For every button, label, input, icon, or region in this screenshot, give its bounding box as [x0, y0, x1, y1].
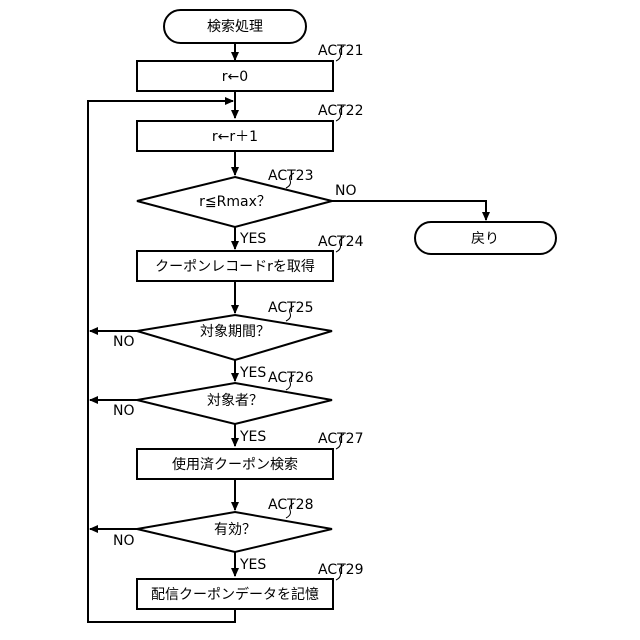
act27-step-label: ACT27 [318, 431, 363, 447]
act21-label: r←0 [222, 69, 248, 85]
act22-label: r←r＋1 [212, 129, 258, 145]
act25-label: 対象期間？ [200, 324, 270, 340]
act27-label: 使用済クーポン検索 [172, 456, 298, 473]
act29-label: 配信クーポンデータを記憶 [151, 586, 319, 603]
act23-no-label: NO [335, 183, 357, 199]
act25-no-label: NO [113, 334, 135, 350]
act28-yes-label: YES [239, 557, 266, 573]
end-label: 戻り [471, 231, 499, 247]
act26-no-label: NO [113, 403, 135, 419]
act26-label: 対象者？ [207, 393, 263, 409]
arrow-act23-no-to-end [332, 201, 486, 220]
act26-step-label: ACT26 [268, 370, 314, 386]
act23-step-label: ACT23 [268, 168, 313, 184]
act24-step-label: ACT24 [318, 234, 364, 250]
act26-yes-label: YES [239, 429, 266, 445]
act29-step-label: ACT29 [318, 562, 363, 578]
act25-yes-label: YES [239, 365, 266, 381]
act23-yes-label: YES [239, 231, 266, 247]
act22-step-label: ACT22 [318, 103, 363, 119]
start-label: 検索処理 [207, 18, 263, 35]
act21-step-label: ACT21 [318, 43, 363, 59]
act24-label: クーポンレコードrを取得 [155, 258, 315, 275]
act25-step-label: ACT25 [268, 300, 313, 316]
act28-step-label: ACT28 [268, 497, 313, 513]
act28-label: 有効？ [214, 522, 256, 538]
act23-label: r≦Rmax？ [199, 194, 271, 210]
act28-no-label: NO [113, 533, 135, 549]
